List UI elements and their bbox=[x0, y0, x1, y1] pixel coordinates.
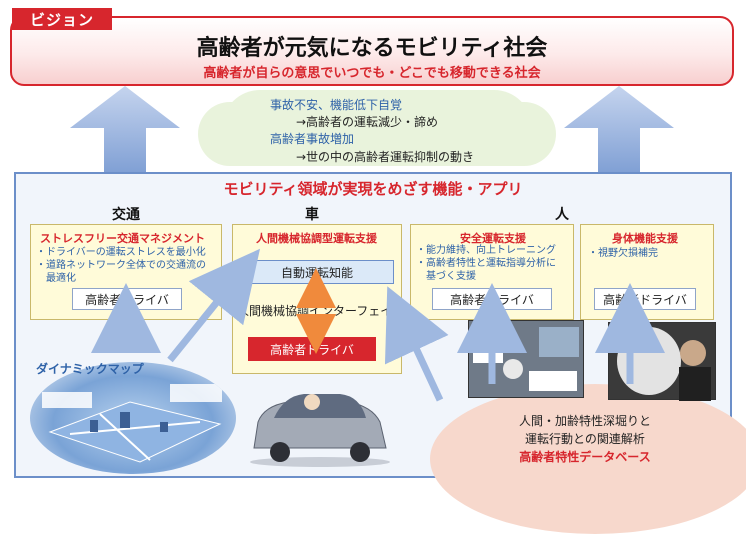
column-car: 車 bbox=[305, 207, 319, 223]
traffic-bullet-2: ・道路ネットワーク全体での交通流の bbox=[36, 260, 206, 271]
car-panel-title: 人間機械協調型運転支援 bbox=[256, 232, 377, 245]
safety-bullet-3: 基づく支援 bbox=[416, 271, 476, 282]
traffic-bullet-1: ・ドライバーの運転ストレスを最小化 bbox=[36, 247, 206, 258]
safety-bullet-2: ・高齢者特性と運転指導分析に bbox=[416, 258, 556, 269]
body-bullet-1: ・視野欠損補完 bbox=[588, 248, 658, 259]
vision-subtitle: 高齢者が自らの意思でいつでも・どこでも移動できる社会 bbox=[203, 66, 541, 81]
column-person: 人 bbox=[555, 207, 569, 223]
car-icon bbox=[250, 394, 390, 467]
left-up-arrow bbox=[70, 86, 180, 174]
database-line-1: 人間・加齢特性深堀りと bbox=[518, 414, 651, 428]
cloud-line-1: 事故不安、機能低下自覚 bbox=[270, 98, 403, 112]
column-traffic: 交通 bbox=[112, 207, 140, 223]
traffic-bullet-3: 最適化 bbox=[36, 273, 76, 284]
flow-arrows bbox=[70, 86, 674, 174]
db-to-hmi-arrow bbox=[384, 286, 449, 402]
dynamic-map-image bbox=[30, 362, 236, 474]
safety-bullet-1: ・能力維持、向上トレーニング bbox=[416, 245, 556, 256]
city-map-icon bbox=[42, 384, 222, 463]
cloud-line-3: 高齢者事故増加 bbox=[270, 132, 355, 146]
vision-tag: ビジョン bbox=[12, 8, 112, 30]
hmi-label: 人間機械協調インターフェイス bbox=[237, 304, 404, 318]
database-title: 高齢者特性データベース bbox=[519, 450, 651, 464]
issue-cloud bbox=[222, 90, 532, 166]
function-title: モビリティ領域が実現をめざす機能・アプリ bbox=[223, 180, 523, 198]
vision-title: 高齢者が元気になるモビリティ社会 bbox=[196, 36, 548, 61]
cloud-line-4: →世の中の高齢者運転抑制の動き bbox=[296, 150, 475, 164]
connector-arrows bbox=[91, 248, 665, 402]
body-panel-title: 身体機能支援 bbox=[612, 232, 678, 245]
database-line-2: 運転行動との関連解析 bbox=[525, 432, 645, 446]
traffic-panel-title: ストレスフリー交通マネジメント bbox=[40, 232, 205, 245]
map-to-auto-arrow bbox=[167, 248, 261, 363]
dynamic-map-label: ダイナミックマップ bbox=[36, 362, 144, 376]
vision-box bbox=[10, 16, 734, 86]
cloud-line-2: →高齢者の運転減少・諦め bbox=[296, 115, 439, 129]
safety-panel-title: 安全運転支援 bbox=[460, 232, 526, 245]
right-up-arrow bbox=[564, 86, 674, 174]
